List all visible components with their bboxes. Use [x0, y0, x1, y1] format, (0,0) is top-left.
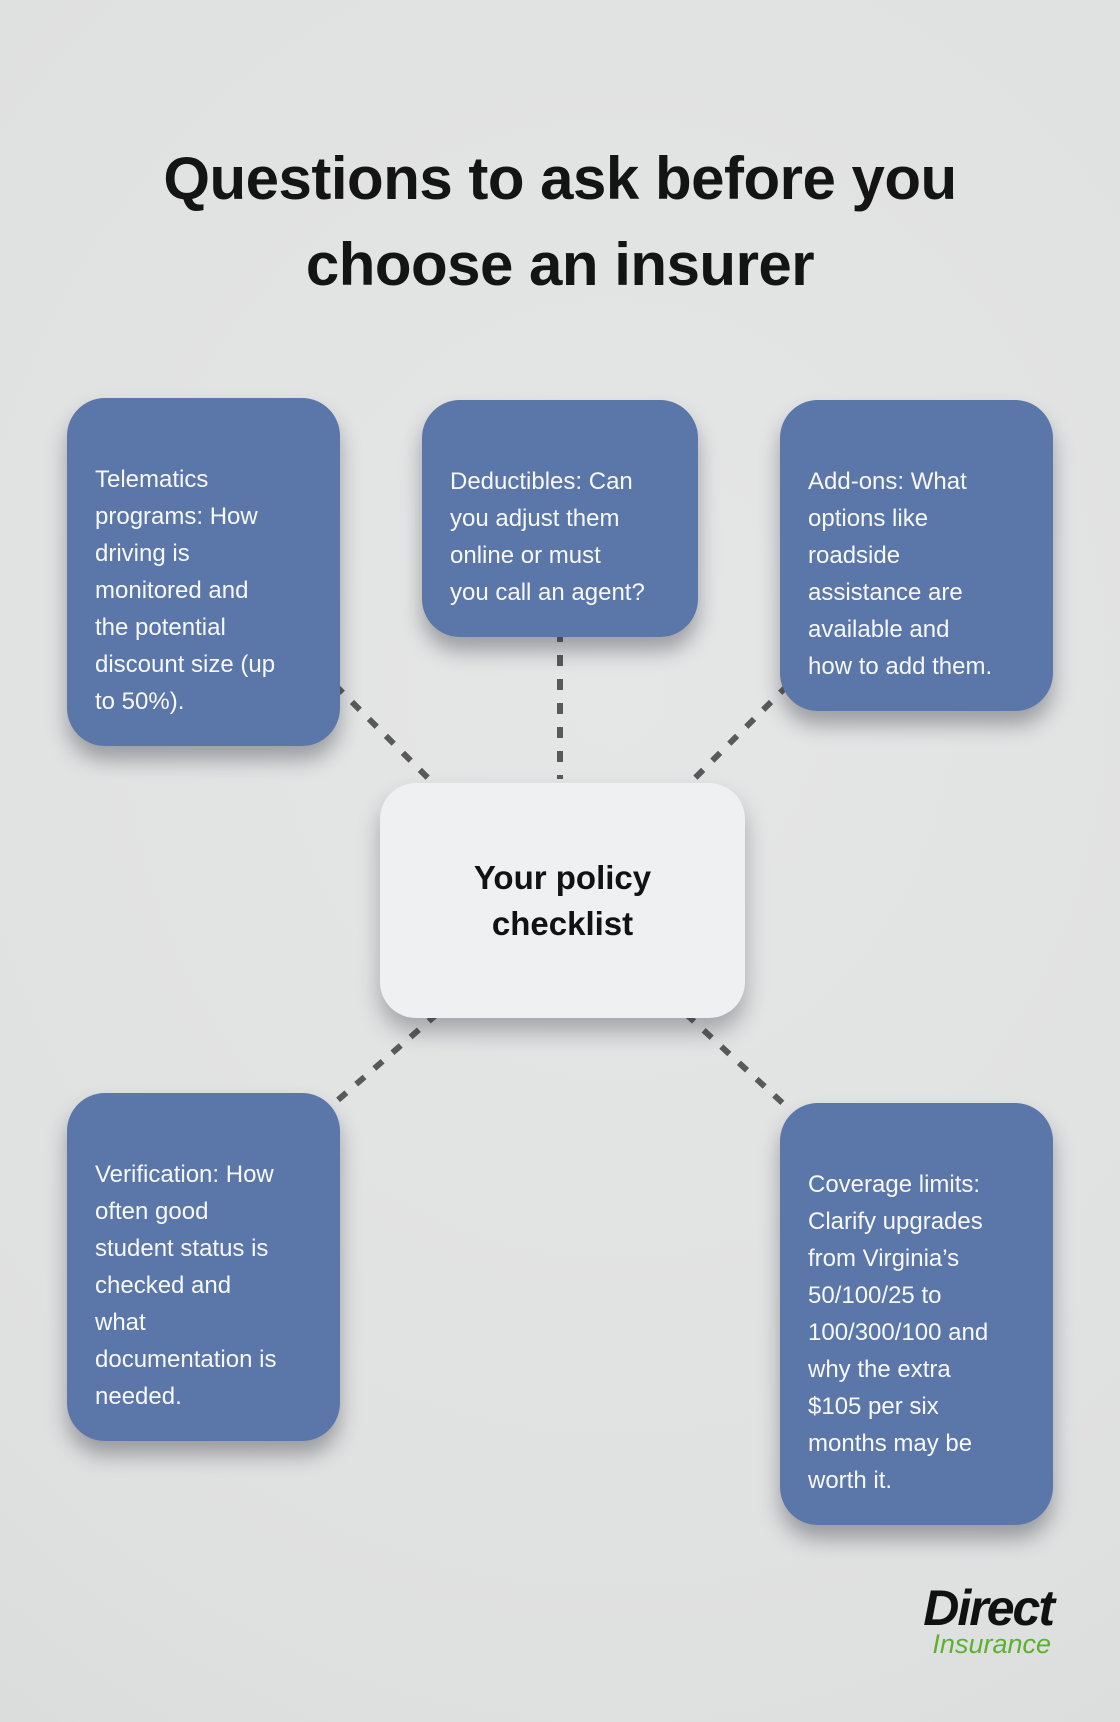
node-telematics-text: Telematics programs: How driving is moni… — [95, 466, 276, 715]
node-verification: Verification: How often good student sta… — [67, 1093, 340, 1441]
node-verification-text: Verification: How often good student sta… — [95, 1161, 277, 1410]
connector-verification-line — [336, 1011, 439, 1103]
connector-telematics-line — [332, 682, 440, 790]
center-node-label: Your policy checklist — [473, 858, 652, 942]
node-addons-text: Add-ons: What options like roadside assi… — [808, 468, 993, 680]
node-deductibles-text: Deductibles: Can you adjust them online … — [450, 468, 645, 606]
node-coverage: Coverage limits: Clarify upgrades from V… — [780, 1103, 1053, 1525]
center-node-policy-checklist: Your policy checklist — [380, 783, 745, 1018]
node-coverage-text: Coverage limits: Clarify upgrades from V… — [808, 1171, 989, 1494]
logo-sub-brand-text: Insurance — [932, 1629, 1051, 1659]
connector-addons-line — [683, 682, 791, 790]
node-telematics: Telematics programs: How driving is moni… — [67, 398, 340, 746]
page-title: Questions to ask before you choose an in… — [163, 145, 957, 299]
direct-insurance-logo: Direct Insurance — [923, 1580, 1055, 1659]
node-deductibles: Deductibles: Can you adjust them online … — [422, 400, 698, 637]
logo-brand-text: Direct — [923, 1580, 1055, 1636]
node-addons: Add-ons: What options like roadside assi… — [780, 400, 1053, 711]
connector-coverage-line — [683, 1011, 791, 1111]
